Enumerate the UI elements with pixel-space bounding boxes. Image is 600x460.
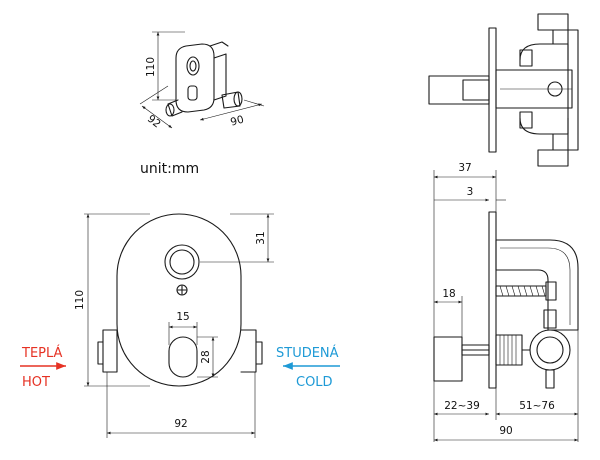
iso-height-label: 110 [145,57,157,77]
cold-label-cz: STUDENÁ [276,345,339,361]
top-view [428,13,579,167]
side-stem-label: 18 [442,288,455,300]
front-view: 110 31 15 28 92 [74,213,274,438]
isometric-view: 110 92 90 [139,31,265,131]
iso-width-label: 90 [229,114,245,129]
side-view: 37 3 18 22~39 51~76 90 [433,162,579,442]
side-range-front-label: 22~39 [444,400,480,412]
front-height-label: 110 [74,290,86,310]
iso-depth-label: 92 [145,113,163,131]
front-lever-height-label: 28 [200,350,212,363]
side-width-label: 90 [499,425,512,437]
front-lever-width-label: 15 [176,311,189,323]
side-range-back-label: 51~76 [519,400,555,412]
hot-label-en: HOT [22,375,50,390]
front-knob-offset-label: 31 [255,231,267,244]
unit-label: unit:mm [140,161,199,177]
side-total-depth-label: 37 [458,162,471,174]
front-width-label: 92 [174,418,187,430]
side-plate-label: 3 [467,186,474,198]
hot-label-cz: TEPLÁ [21,345,63,361]
cold-label-en: COLD [296,375,333,390]
